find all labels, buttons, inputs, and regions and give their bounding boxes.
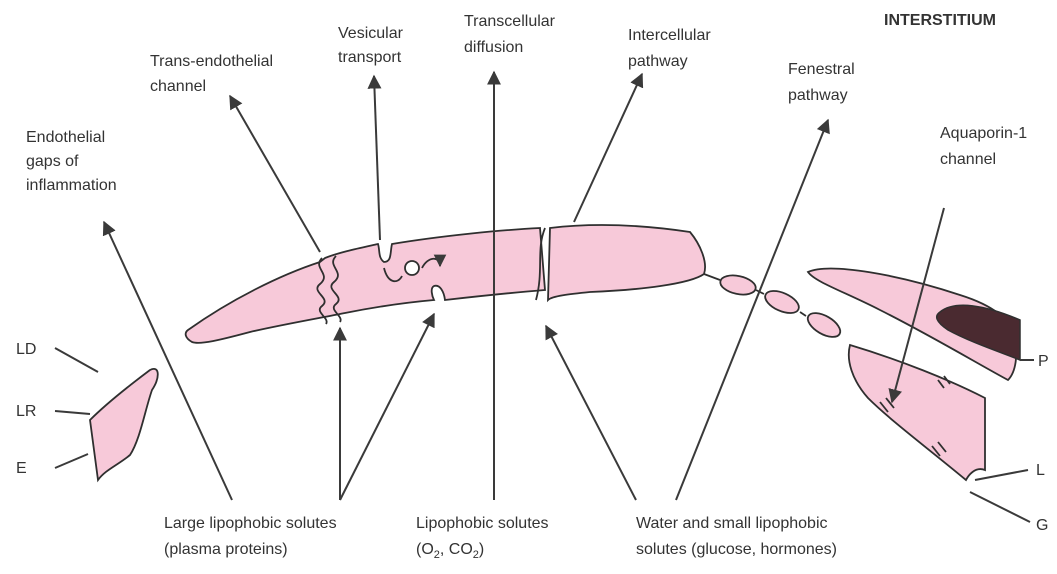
arrow-water-solutes bbox=[546, 326, 636, 500]
fenestra-2 bbox=[762, 286, 802, 317]
interstitium-label: INTERSTITIUM bbox=[884, 12, 996, 29]
endothelial-gaps-label: Endothelial gaps of inflammation bbox=[26, 129, 117, 194]
aquaporin-cell bbox=[849, 345, 985, 480]
arrow-fenestral bbox=[676, 120, 828, 500]
vesicular-label: Vesicular transport bbox=[338, 25, 407, 66]
arrow-large-solutes-2 bbox=[340, 314, 434, 500]
endothelial-cell-left bbox=[186, 228, 545, 343]
side-label-l: L bbox=[1036, 462, 1045, 479]
lipophobic-label: Lipophobic solutes bbox=[416, 515, 549, 532]
fenestra-1 bbox=[719, 272, 758, 297]
endothelial-cell-right bbox=[548, 225, 705, 300]
large-solutes-label: Large lipophobic solutes (plasma protein… bbox=[164, 515, 341, 558]
side-label-e: E bbox=[16, 460, 27, 477]
tick-l bbox=[975, 470, 1028, 480]
arrow-intercellular bbox=[574, 74, 642, 222]
tick-ld bbox=[55, 348, 98, 372]
transcellular-label: Transcellular diffusion bbox=[464, 13, 559, 56]
lipophobic-gases-label: (O2, CO2) bbox=[416, 541, 484, 561]
side-label-g: G bbox=[1036, 517, 1048, 534]
arrow-trans-endothelial bbox=[230, 96, 320, 252]
vesicle bbox=[405, 261, 419, 275]
intercellular-label: Intercellular pathway bbox=[628, 27, 715, 70]
water-solutes-label: Water and small lipophobic solutes (gluc… bbox=[636, 515, 837, 558]
fenestral-label: Fenestral pathway bbox=[788, 61, 859, 104]
tick-g bbox=[970, 492, 1030, 522]
arrow-vesicular bbox=[374, 76, 380, 240]
left-endothelial-fragment bbox=[90, 369, 158, 480]
tick-e bbox=[55, 454, 88, 468]
fenestra-3 bbox=[804, 308, 844, 342]
trans-endothelial-label: Trans-endothelial channel bbox=[150, 53, 277, 95]
side-label-lr: LR bbox=[16, 403, 36, 420]
aquaporin-label: Aquaporin-1 channel bbox=[940, 125, 1032, 168]
tick-lr bbox=[55, 411, 90, 414]
side-label-ld: LD bbox=[16, 341, 36, 358]
side-label-p: P bbox=[1038, 353, 1049, 370]
